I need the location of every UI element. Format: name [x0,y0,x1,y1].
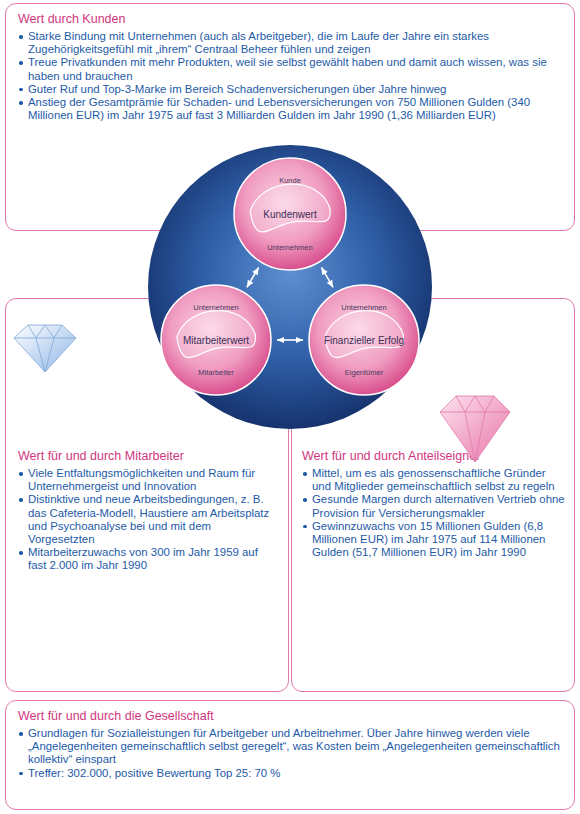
circle-label: Eigentümer [308,368,420,377]
bullet-text: Mitarbeiterzuwachs von 300 im Jahr 1959 … [18,546,278,572]
circle-title: Mitarbeiterwert [160,335,272,346]
box-heading: Wert für und durch Anteilseigner [302,449,566,464]
circle-label: Unternehmen [233,243,347,252]
bullet-text: Gewinnzuwachs von 15 Millionen Gulden (6… [302,520,566,560]
pink-diamond [440,396,510,462]
blue-diamond [14,325,76,372]
circle-swirl [325,311,404,358]
center-disc [148,145,432,429]
circle-fill [161,285,271,395]
bullet-text: Starke Bindung mit Unternehmen (auch als… [18,30,562,56]
value-circle: KundeKundenwertUnternehmen [233,157,347,271]
box-heading: Wert für und durch die Gesellschaft [18,709,562,724]
bullet-text: Mittel, um es als genossenschaftliche Gr… [302,467,566,493]
bullet-text: Grundlagen für Sozialleistungen für Arbe… [18,727,562,767]
bullet-text: Anstieg der Gesamtprämie für Schaden- un… [18,96,562,122]
circle-label: Mitarbeiter [160,368,272,377]
bullet-text: Guter Ruf und Top-3-Marke im Bereich Sch… [18,83,562,96]
circle-label: Unternehmen [308,303,420,312]
bullet-text: Viele Entfaltungsmöglichkeiten und Raum … [18,467,278,493]
bullet-text: Treue Privatkunden mit mehr Produkten, w… [18,56,562,82]
value-circle: UnternehmenMitarbeiterwertMitarbeiter [160,284,272,396]
circle-swirl [250,184,330,232]
bullet-text: Distinktive und neue Arbeitsbedingungen,… [18,493,278,546]
circle-swirl [177,311,256,358]
circle-title: Finanzieller Erfolg [308,335,420,346]
circle-fill [309,285,419,395]
double-arrow [247,267,259,287]
value-box: Wert für und durch die GesellschaftGrund… [5,700,575,810]
box-heading: Wert durch Kunden [18,12,562,27]
double-arrow [277,339,303,341]
box-heading: Wert für und durch Mitarbeiter [18,449,278,464]
circle-label: Kunde [233,176,347,185]
double-arrow [321,267,333,287]
bullet-text: Gesunde Margen durch alternativen Vertri… [302,493,566,519]
circle-fill [234,158,346,270]
circle-label: Unternehmen [160,303,272,312]
circle-title: Kundenwert [233,209,347,220]
value-circle: UnternehmenFinanzieller ErfolgEigentümer [308,284,420,396]
bullet-text: Treffer: 302.000, positive Bewertung Top… [18,767,562,780]
